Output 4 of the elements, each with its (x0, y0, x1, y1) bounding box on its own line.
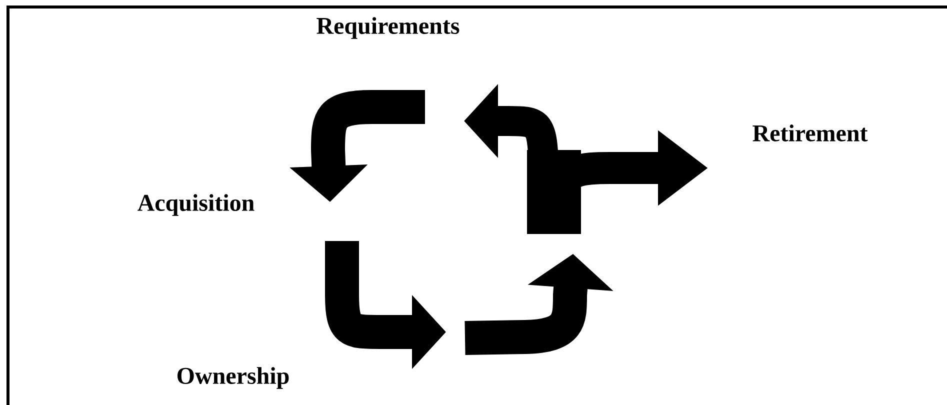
stage-label: Requirements (316, 17, 460, 39)
stage-label: Retirement (752, 124, 868, 142)
stage-label: Acquisition (138, 194, 254, 216)
stage-label: Ownership (178, 367, 289, 389)
